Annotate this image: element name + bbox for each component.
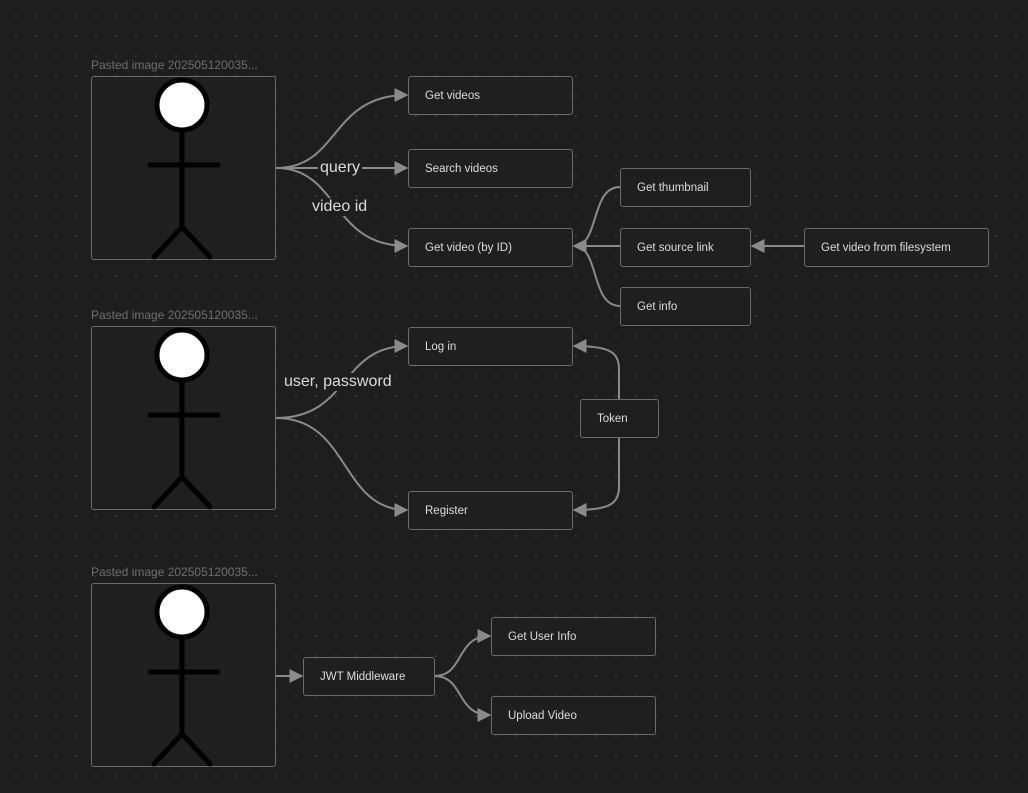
node-get-video-by-id[interactable]: Get video (by ID) <box>408 228 573 267</box>
edge-label-video-id: video id <box>310 198 370 216</box>
actor-card-label-2: Pasted image 202505120035... <box>91 308 258 322</box>
node-register[interactable]: Register <box>408 491 573 530</box>
edge-actor2-register <box>275 417 409 517</box>
edge-info-to-get-video <box>572 239 621 307</box>
node-get-video-from-filesystem[interactable]: Get video from filesystem <box>804 228 989 267</box>
node-get-source-link[interactable]: Get source link <box>620 228 751 267</box>
node-get-videos[interactable]: Get videos <box>408 76 573 115</box>
edge-label-user-password: user, password <box>282 373 394 391</box>
actor-card-label-3: Pasted image 202505120035... <box>91 565 258 579</box>
edge-label-query: query <box>318 159 363 177</box>
node-get-user-info[interactable]: Get User Info <box>491 617 656 656</box>
edge-token-to-log-in <box>572 339 620 399</box>
actor-card-1[interactable] <box>91 76 276 260</box>
edge-jwt-upload-video <box>433 675 492 722</box>
stick-figure-icon <box>147 77 221 260</box>
edge-actor1-get-videos <box>275 88 409 169</box>
node-jwt-middleware[interactable]: JWT Middleware <box>303 657 435 696</box>
stick-figure-icon <box>147 584 221 767</box>
node-upload-video[interactable]: Upload Video <box>491 696 656 735</box>
stick-figure-icon <box>147 327 221 510</box>
actor-card-label-1: Pasted image 202505120035... <box>91 58 258 72</box>
edge-jwt-get-user-info <box>433 629 492 677</box>
node-get-thumbnail[interactable]: Get thumbnail <box>620 168 751 207</box>
node-get-info[interactable]: Get info <box>620 287 751 326</box>
node-token[interactable]: Token <box>580 399 659 438</box>
actor-card-2[interactable] <box>91 326 276 510</box>
edge-token-to-register <box>572 438 620 517</box>
node-search-videos[interactable]: Search videos <box>408 149 573 188</box>
node-log-in[interactable]: Log in <box>408 327 573 366</box>
actor-card-3[interactable] <box>91 583 276 767</box>
edge-thumbnail-to-get-video <box>572 186 621 253</box>
